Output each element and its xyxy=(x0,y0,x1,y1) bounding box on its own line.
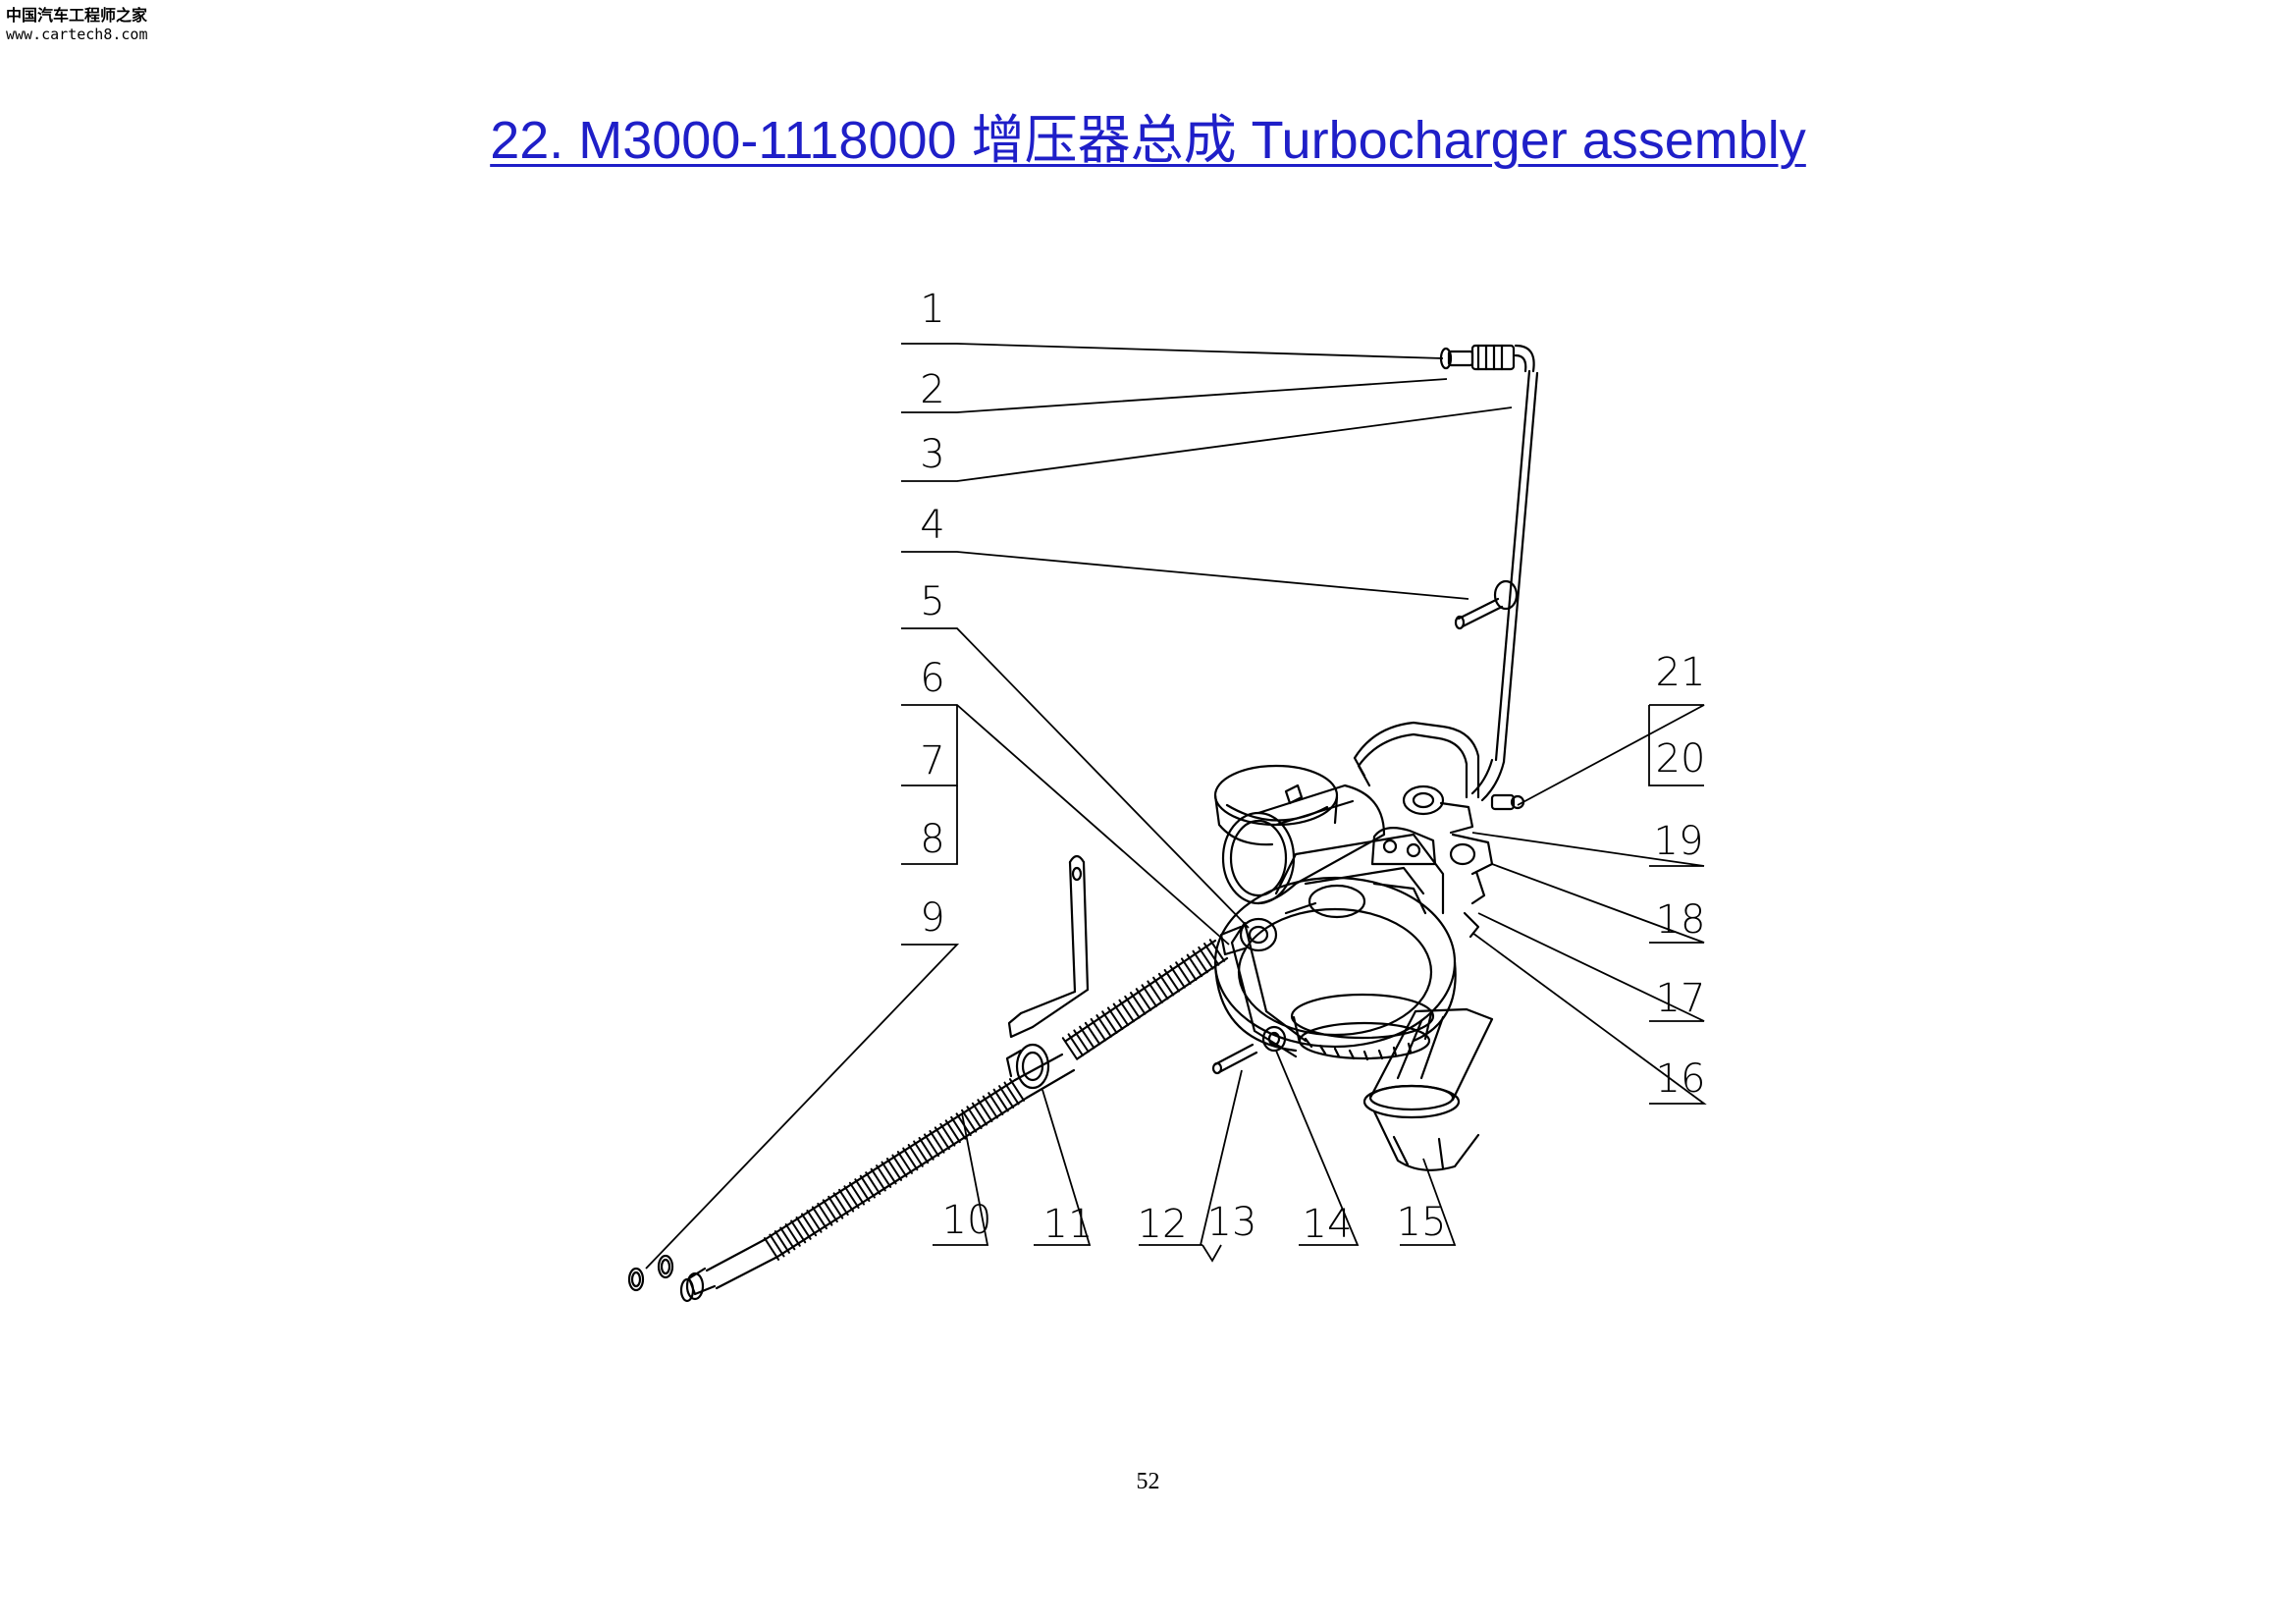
watermark-url: www.cartech8.com xyxy=(6,26,148,43)
pipe-clamp-bolt xyxy=(1454,579,1519,630)
callout-15: 15 xyxy=(1397,1200,1447,1245)
banjo-bolt-right xyxy=(1490,793,1525,811)
page-number: 52 xyxy=(1136,1469,1160,1494)
drain-support-bracket xyxy=(1007,854,1090,1039)
callout-3: 3 xyxy=(920,432,944,477)
o-rings xyxy=(627,1254,674,1292)
callout-8: 8 xyxy=(920,817,944,862)
callout-18: 18 xyxy=(1656,897,1706,943)
watermark: 中国汽车工程师之家 www.cartech8.com xyxy=(6,6,148,44)
watermark-name: 中国汽车工程师之家 xyxy=(6,6,148,25)
stud-and-nut xyxy=(1211,1025,1287,1075)
leader-lines xyxy=(645,343,1707,1270)
callout-19: 19 xyxy=(1654,819,1704,864)
callout-13: 13 xyxy=(1207,1200,1257,1245)
drain-pipe-end-fittings xyxy=(679,1267,717,1303)
drain-flange xyxy=(1219,917,1278,956)
page-title[interactable]: 22. M3000-1118000 增压器总成 Turbocharger ass… xyxy=(490,111,1806,170)
callout-7: 7 xyxy=(920,738,944,784)
p-clip xyxy=(1005,1043,1050,1090)
callout-4: 4 xyxy=(920,503,944,548)
callout-9: 9 xyxy=(920,895,944,941)
callout-20: 20 xyxy=(1656,736,1706,782)
callout-5: 5 xyxy=(920,579,944,624)
callout-6: 6 xyxy=(920,656,944,701)
callout-10: 10 xyxy=(942,1198,992,1243)
callout-14: 14 xyxy=(1303,1202,1353,1247)
callout-21: 21 xyxy=(1656,650,1706,695)
outlet-elbow xyxy=(1362,1007,1494,1171)
callout-2: 2 xyxy=(920,367,944,412)
callout-1: 1 xyxy=(920,287,944,332)
callout-16: 16 xyxy=(1656,1056,1706,1102)
callout-17: 17 xyxy=(1656,976,1706,1021)
callout-12: 12 xyxy=(1138,1202,1188,1247)
oil-feed-pipe xyxy=(1470,344,1539,802)
corrugation-ribs xyxy=(763,939,1226,1261)
turbocharger-body xyxy=(1213,721,1494,1061)
banjo-fitting-top xyxy=(1439,344,1516,371)
callout-11: 11 xyxy=(1043,1202,1094,1247)
